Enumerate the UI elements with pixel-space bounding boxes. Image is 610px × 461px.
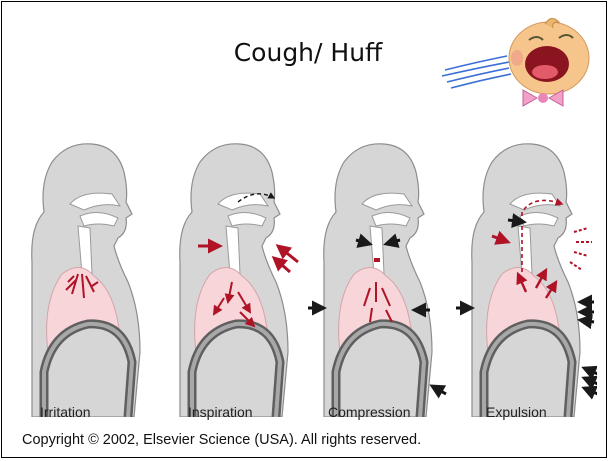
stage-expulsion-figure [456,144,597,417]
copyright-notice: Copyright © 2002, Elsevier Science (USA)… [22,432,421,448]
stage-label-compression: Compression [328,404,410,420]
stage-label-irritation: Irritation [40,404,91,420]
stage-label-inspiration: Inspiration [188,404,253,420]
cough-breath-lines [442,56,511,88]
stage-inspiration-figure [180,144,298,417]
stage-compression-figure [308,144,446,417]
crying-baby-icon [437,10,597,110]
cough-stages-illustration [22,142,597,417]
stage-irritation-figure [32,144,140,417]
stage-label-expulsion: Expulsion [486,404,547,420]
